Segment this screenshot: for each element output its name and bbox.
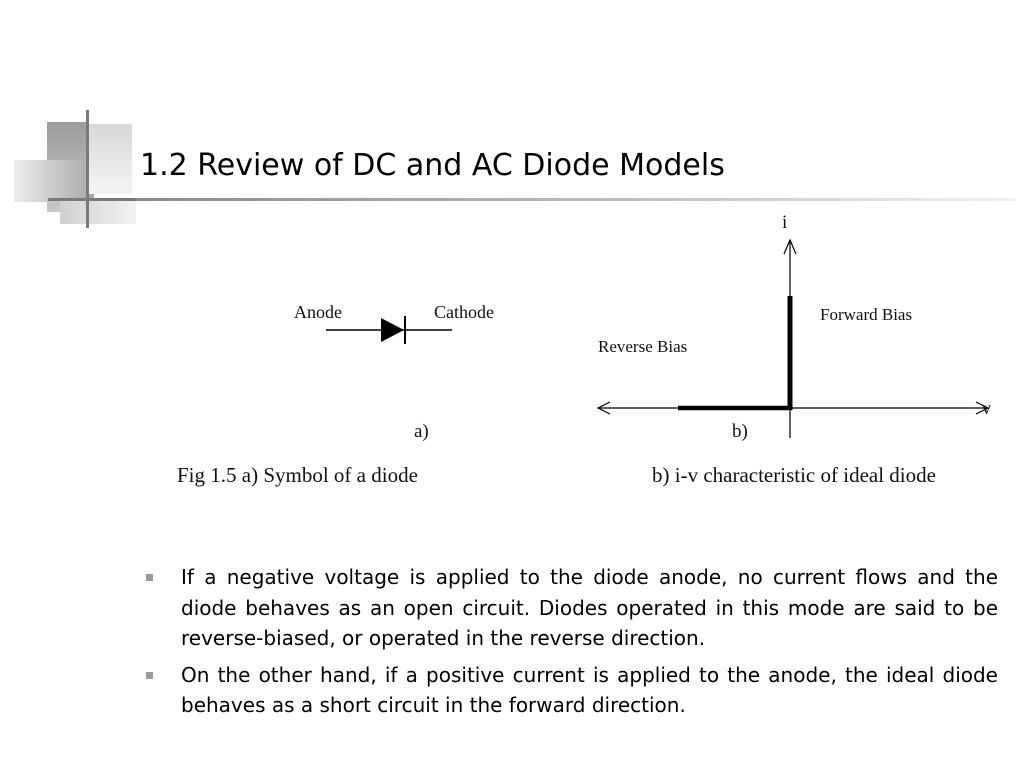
diode-triangle: [381, 318, 404, 342]
v-axis-right-arrow: [975, 401, 990, 415]
symbol-sub-label: a): [414, 421, 429, 442]
caption-left: Fig 1.5 a) Symbol of a diode: [177, 463, 418, 487]
iv-sub-label: b): [732, 421, 748, 442]
anode-label: Anode: [294, 302, 342, 322]
v-axis-label: v: [982, 398, 991, 418]
corner-decoration: [0, 0, 140, 235]
bullet-marker: [146, 671, 153, 679]
bullet-marker: [146, 574, 153, 581]
reverse-bias-label: Reverse Bias: [598, 337, 687, 356]
bullet-item: On the other hand, if a positive current…: [146, 660, 998, 721]
bullet-text: If a negative voltage is applied to the …: [181, 565, 998, 650]
cathode-label: Cathode: [434, 302, 494, 322]
i-axis-label: i: [782, 212, 787, 233]
i-axis-arrow: [783, 238, 797, 255]
bullet-text: On the other hand, if a positive current…: [181, 662, 998, 718]
title-divider: [136, 198, 1016, 201]
caption-right: b) i-v characteristic of ideal diode: [652, 463, 936, 487]
slide-title: 1.2 Review of DC and AC Diode Models: [140, 148, 725, 183]
diode-symbol: Anode Cathode a): [294, 302, 494, 442]
bullet-item: If a negative voltage is applied to the …: [146, 562, 998, 654]
forward-bias-label: Forward Bias: [820, 305, 912, 324]
v-axis-left-arrow: [596, 401, 611, 415]
iv-characteristic: i v Forward Bias Reverse Bias b): [596, 212, 991, 442]
bullet-list: If a negative voltage is applied to the …: [146, 562, 998, 727]
